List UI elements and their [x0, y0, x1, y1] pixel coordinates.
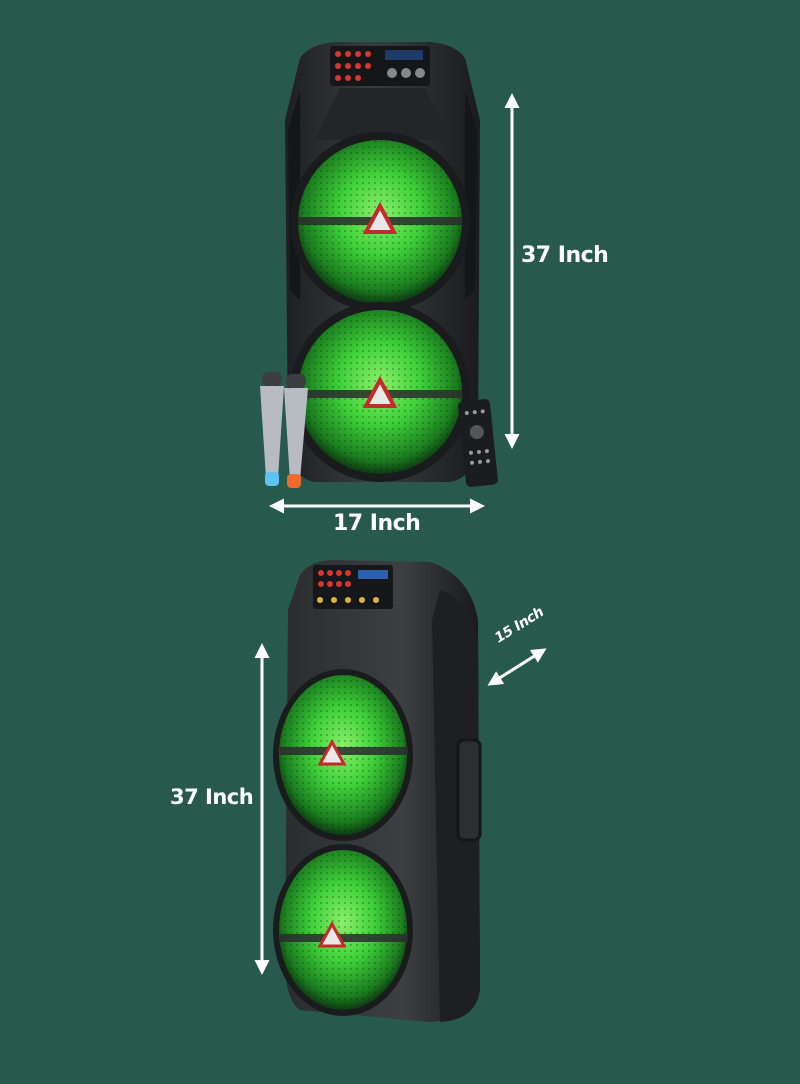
side-height-label: 37 Inch [170, 785, 254, 809]
speaker-front [285, 42, 480, 482]
front-width-label: 17 Inch [333, 511, 421, 536]
brand-logo [362, 201, 398, 234]
front-height-label: 37 Inch [521, 243, 609, 268]
side-handle [456, 738, 482, 842]
remote-control [458, 399, 498, 487]
depth-arrow-side [487, 648, 547, 686]
speaker-side [273, 560, 482, 1022]
microphone-orange [284, 374, 308, 488]
microphone-blue [260, 372, 284, 486]
